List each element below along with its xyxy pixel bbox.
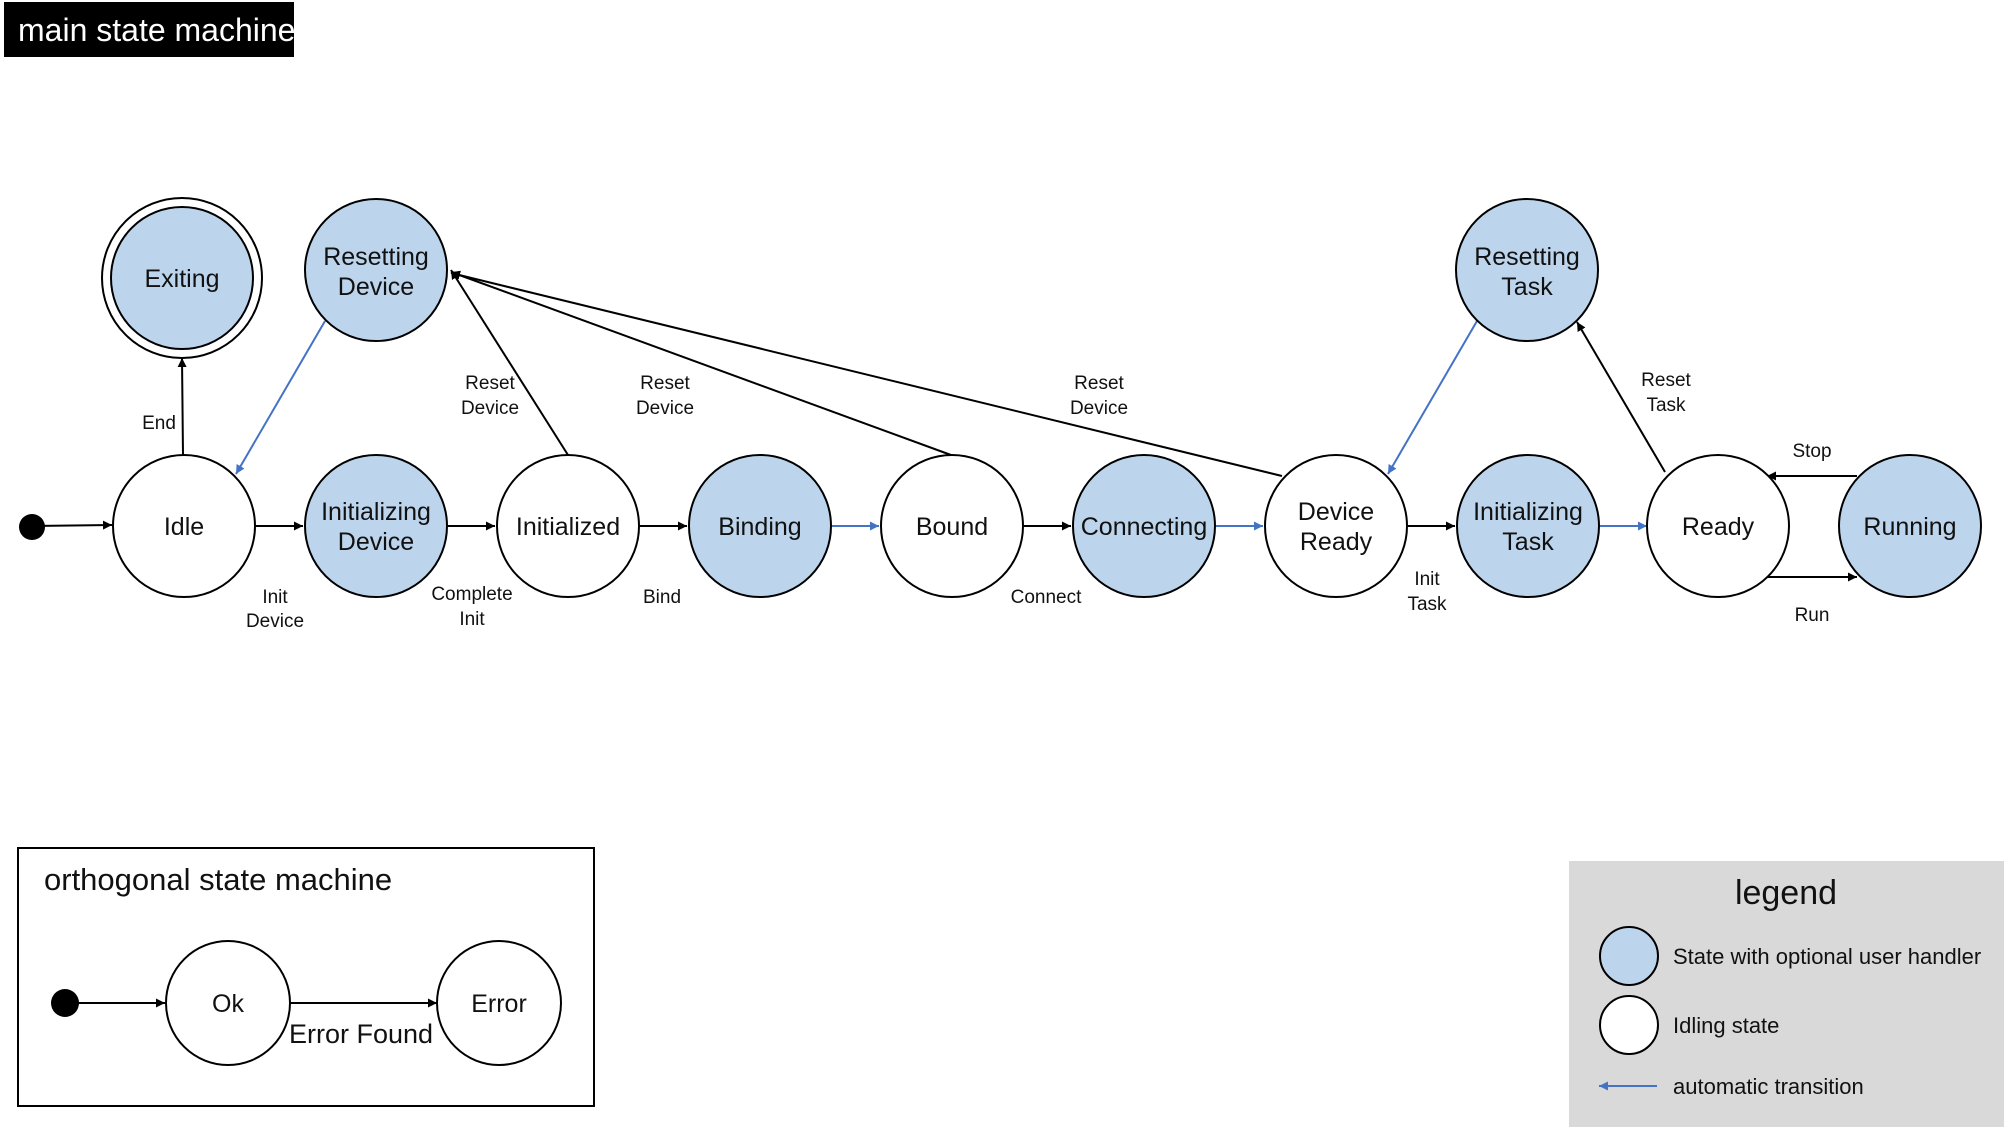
state-connecting-label: Connecting <box>1081 513 1207 541</box>
label-reset-device-3-line2: Device <box>1070 398 1128 419</box>
label-init-task-line1: Init <box>1414 569 1440 590</box>
state-binding-circle <box>688 454 832 598</box>
state-device-ready-label-line1: Device <box>1298 498 1374 526</box>
label-reset-task-line1: Reset <box>1641 370 1691 391</box>
state-running-label: Running <box>1863 513 1956 541</box>
edge-start-to-idle <box>31 520 113 530</box>
label-init-device-line1: Init <box>262 587 288 608</box>
orthogonal-label-error-found: Error Found <box>289 1019 433 1049</box>
states: Exiting Resetting Device Idle Initializi… <box>101 197 1982 598</box>
legend-background <box>1569 861 2004 1127</box>
state-initialized-label: Initialized <box>516 513 620 541</box>
state-initializing-device: Initializing Device <box>304 454 448 598</box>
state-resetting-device-label-line2: Device <box>338 273 414 301</box>
state-bound-label: Bound <box>916 513 988 541</box>
edge-reset-device-from-device-ready <box>450 270 1283 477</box>
label-reset-device-1-line1: Reset <box>465 373 515 394</box>
label-reset-device-2-line2: Device <box>636 398 694 419</box>
legend-idle-swatch <box>1599 995 1659 1055</box>
label-stop: Stop <box>1792 441 1831 462</box>
page-title: main state machine <box>18 12 295 48</box>
orthogonal-title: orthogonal state machine <box>44 862 392 897</box>
state-binding: Binding <box>688 454 832 598</box>
legend-handler-swatch <box>1599 926 1659 986</box>
state-resetting-device-circle <box>304 198 448 342</box>
state-resetting-task-label-line2: Task <box>1501 273 1553 301</box>
state-idle-label: Idle <box>164 513 204 541</box>
legend: legend State with optional user handler … <box>1569 861 2004 1127</box>
edge-end <box>177 357 187 456</box>
state-exiting: Exiting <box>101 197 263 359</box>
state-bound-circle <box>880 454 1024 598</box>
label-reset-task-line2: Task <box>1646 395 1686 416</box>
state-exiting-label: Exiting <box>144 265 219 293</box>
label-reset-device-2-line1: Reset <box>640 373 690 394</box>
title-background <box>4 2 294 57</box>
state-running-circle <box>1838 454 1982 598</box>
state-device-ready: Device Ready <box>1264 454 1408 598</box>
state-running: Running <box>1838 454 1982 598</box>
state-device-ready-label-line2: Ready <box>1300 528 1373 556</box>
orthogonal-state-error <box>436 940 562 1066</box>
state-connecting-circle <box>1072 454 1216 598</box>
label-init-task-line2: Task <box>1407 594 1447 615</box>
state-initializing-device-label-line1: Initializing <box>321 498 431 526</box>
state-initializing-task-circle <box>1456 454 1600 598</box>
state-idle: Idle <box>112 454 256 598</box>
state-connecting: Connecting <box>1072 454 1216 598</box>
legend-idle-label: Idling state <box>1673 1013 1779 1038</box>
state-initialized: Initialized <box>496 454 640 598</box>
transition-labels: End Init Device Complete Init Bind Conne… <box>142 370 1831 632</box>
state-initializing-device-circle <box>304 454 448 598</box>
state-ready-label: Ready <box>1682 513 1755 541</box>
state-initializing-task-label-line1: Initializing <box>1473 498 1583 526</box>
state-ready-circle <box>1646 454 1790 598</box>
title-banner: main state machine <box>4 2 295 57</box>
state-initialized-circle <box>496 454 640 598</box>
initial-state-dot <box>19 514 45 540</box>
edge-auto-resetting-device-to-idle <box>235 320 326 475</box>
state-resetting-task: Resetting Task <box>1455 198 1599 342</box>
orthogonal-state-ok-label: Ok <box>212 990 244 1018</box>
orthogonal-state-error-label: Error <box>471 990 527 1018</box>
state-initializing-task: Initializing Task <box>1456 454 1600 598</box>
label-init-device-line2: Device <box>246 611 304 632</box>
state-resetting-task-label-line1: Resetting <box>1474 243 1580 271</box>
label-reset-device-3-line1: Reset <box>1074 373 1124 394</box>
state-exiting-circle <box>110 206 254 350</box>
edges <box>31 269 1857 582</box>
state-resetting-task-circle <box>1455 198 1599 342</box>
state-initializing-device-label-line2: Device <box>338 528 414 556</box>
state-ready: Ready <box>1646 454 1790 598</box>
state-bound: Bound <box>880 454 1024 598</box>
edge-reset-device-from-bound <box>450 270 952 456</box>
legend-handler-label: State with optional user handler <box>1673 944 1981 969</box>
label-complete-init-line2: Init <box>459 609 485 630</box>
state-resetting-device: Resetting Device <box>304 198 448 342</box>
label-complete-init-line1: Complete <box>431 584 512 605</box>
state-idle-circle <box>112 454 256 598</box>
orthogonal-state-machine: orthogonal state machine Ok Error Found … <box>17 847 595 1107</box>
edge-auto-resetting-task-to-device-ready <box>1387 320 1478 475</box>
edge-reset-task <box>1576 321 1666 473</box>
legend-title: legend <box>1735 874 1837 912</box>
state-binding-label: Binding <box>718 513 801 541</box>
state-initializing-task-label-line2: Task <box>1502 528 1554 556</box>
label-end: End <box>142 413 176 434</box>
label-bind: Bind <box>643 587 681 608</box>
state-device-ready-circle <box>1264 454 1408 598</box>
label-run: Run <box>1795 605 1830 626</box>
label-reset-device-1-line2: Device <box>461 398 519 419</box>
legend-auto-label: automatic transition <box>1673 1074 1864 1099</box>
state-resetting-device-label-line1: Resetting <box>323 243 429 271</box>
label-connect: Connect <box>1011 587 1082 608</box>
edge-reset-device-from-initialized <box>450 269 569 456</box>
